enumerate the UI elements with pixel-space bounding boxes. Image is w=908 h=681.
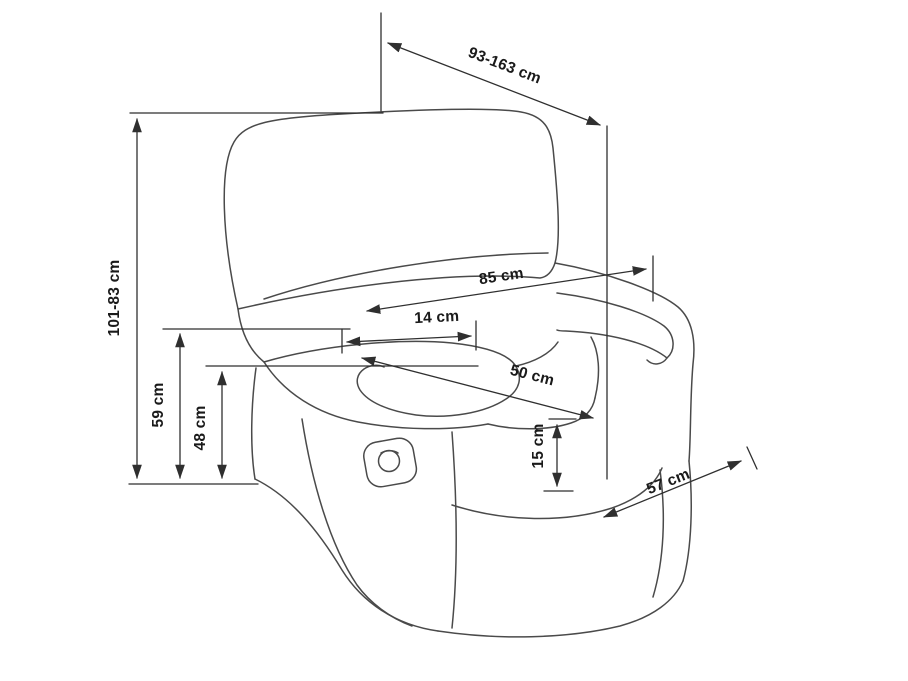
- dimension-armrest-width: 14 cm: [341, 308, 477, 354]
- chair-left-arm-top: [237, 308, 516, 366]
- dimension-label: 15 cm: [530, 424, 547, 469]
- dimension-arrow: [387, 42, 601, 126]
- dimension-seat-height: 48 cm: [192, 365, 479, 480]
- chair-front-panel-right: [451, 431, 457, 629]
- dimension-label: 101-83 cm: [106, 260, 123, 337]
- extension-line: [746, 446, 758, 470]
- dimension-arrow: [346, 331, 472, 347]
- dimension-overall-width: 85 cm: [366, 255, 654, 314]
- chair-base-left-edge: [250, 367, 257, 480]
- dimension-base-depth: 57 cm: [603, 446, 758, 518]
- chair-seat-side-edge: [590, 336, 600, 399]
- dimension-armrest-height: 59 cm: [150, 328, 351, 480]
- dimension-label: 85 cm: [478, 265, 525, 288]
- chair-base-bottom-left: [254, 478, 439, 632]
- dimension-arrow: [603, 460, 742, 518]
- dimension-label: 50 cm: [508, 362, 556, 390]
- dimension-arrow: [361, 356, 594, 420]
- dimension-label: 93-163 cm: [466, 44, 544, 87]
- dimension-seat-width: 50 cm: [361, 356, 594, 420]
- dimension-label: 57 cm: [644, 466, 692, 499]
- chair-base-bottom-front: [437, 580, 684, 638]
- dimension-label: 59 cm: [150, 383, 167, 428]
- chair-right-arm-curl: [646, 357, 668, 365]
- chair-right-arm-roll: [556, 292, 674, 359]
- dimension-cushion-height: 15 cm: [530, 418, 577, 492]
- recliner-handle-grip: [380, 450, 399, 454]
- recliner-handle-bezel: [363, 437, 418, 488]
- chair-right-arm-outer: [554, 262, 695, 462]
- dimension-height-range: 101-83 cm: [106, 112, 384, 485]
- chair-seat-back-junction: [515, 341, 559, 367]
- recliner-handle-ring: [377, 449, 401, 473]
- chair-left-arm-roll: [356, 364, 521, 417]
- dimension-label: 48 cm: [192, 406, 209, 451]
- chair-front-panel-left: [301, 418, 413, 627]
- chair-left-arm-lower: [263, 361, 489, 430]
- dimension-arrow: [366, 266, 647, 314]
- dimension-label: 14 cm: [414, 308, 460, 327]
- armchair-illustration: [223, 108, 695, 638]
